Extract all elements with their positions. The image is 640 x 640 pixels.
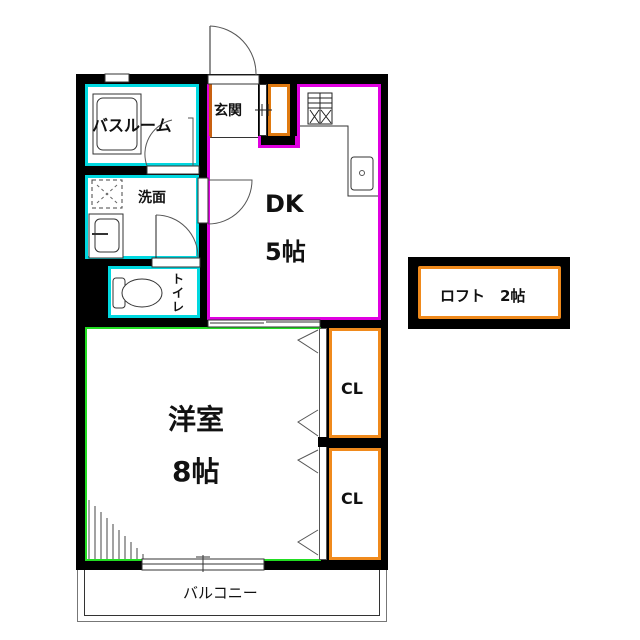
western-room-size-label: 8帖	[172, 455, 220, 488]
room-loft	[418, 266, 561, 319]
toilet-label: トイレ	[172, 272, 185, 314]
room-western	[85, 327, 321, 561]
closet-2-label: CL	[341, 489, 363, 508]
bathroom-label: バスルーム	[92, 116, 172, 135]
closet-2	[329, 448, 381, 560]
dk-label: DK	[265, 190, 304, 218]
balcony-inner	[84, 570, 380, 616]
balcony-label: バルコニー	[183, 584, 258, 602]
loft-label: ロフト 2帖	[440, 287, 526, 305]
entrance-label: 玄関	[214, 103, 242, 119]
closet-1-label: CL	[341, 379, 363, 398]
washroom-label: 洗面	[138, 190, 166, 206]
room-entrance-inner	[209, 84, 259, 138]
dk-size-label: 5帖	[265, 238, 306, 266]
dk-magenta-notch	[258, 136, 298, 148]
balcony	[77, 570, 387, 622]
closet-1	[329, 328, 381, 438]
western-room-label: 洋室	[168, 403, 225, 436]
dk-magenta-left	[207, 136, 210, 320]
dk-magenta-notch-right	[297, 84, 300, 148]
